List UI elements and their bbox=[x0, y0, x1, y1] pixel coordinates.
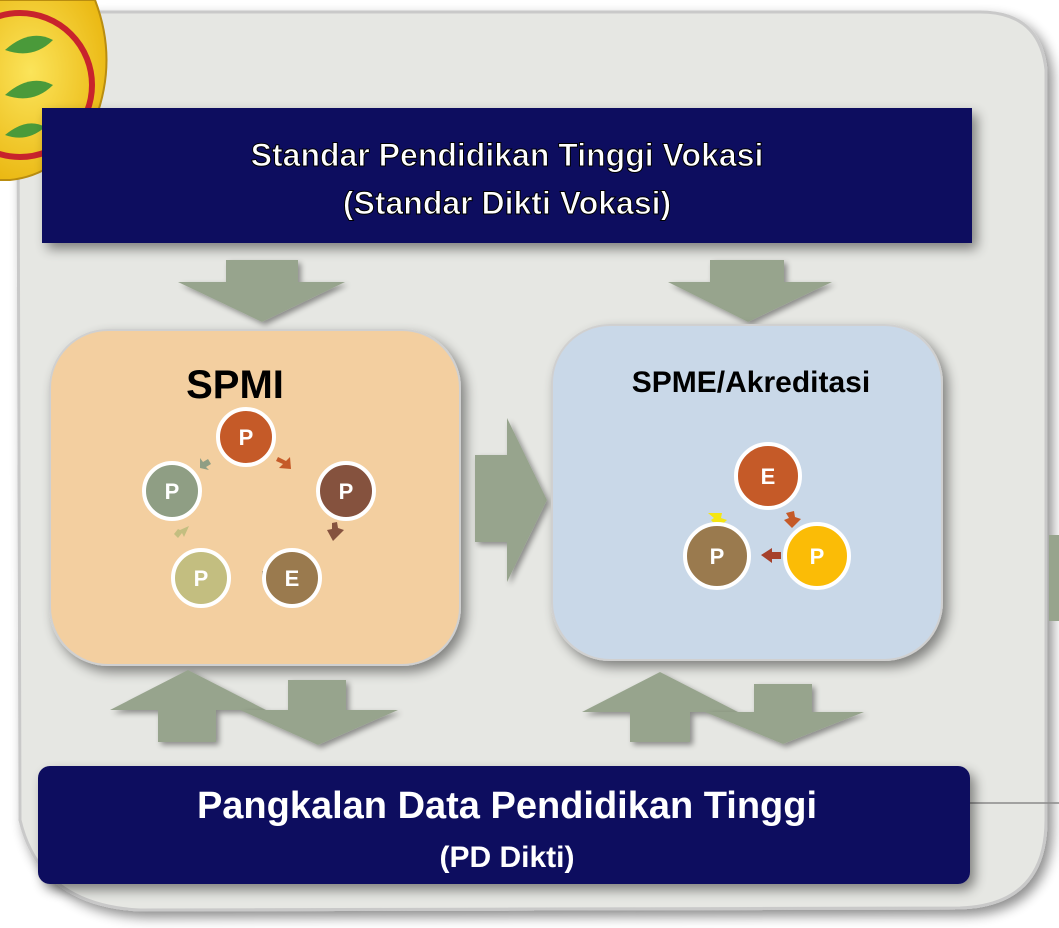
spmi-node: P bbox=[216, 407, 276, 467]
top-banner bbox=[42, 108, 972, 243]
spmi-node-label: P bbox=[165, 479, 180, 504]
down-arrow-to-spmi bbox=[178, 260, 345, 322]
cycle-arrow-icon bbox=[784, 511, 801, 528]
spmi-title: SPMI bbox=[186, 363, 284, 407]
down-arrow-spmi-to-pddikti bbox=[240, 680, 398, 745]
cycle-arrow-icon bbox=[327, 522, 344, 541]
partial-right-arrow bbox=[1049, 535, 1059, 621]
up-arrow-from-pddikti-to-spme bbox=[582, 672, 738, 742]
cycle-arrow-icon bbox=[761, 548, 781, 563]
right-arrow-spmi-to-spme bbox=[475, 418, 547, 582]
bottom-banner bbox=[38, 766, 970, 884]
cycle-arrow-icon bbox=[276, 457, 291, 469]
cycle-arrow-icon bbox=[174, 526, 189, 538]
bottom-banner-title: Pangkalan Data Pendidikan Tinggi bbox=[197, 785, 817, 827]
top-banner-subtitle: (Standar Dikti Vokasi) bbox=[343, 185, 671, 221]
spme-node: P bbox=[683, 522, 751, 590]
spmi-box bbox=[49, 329, 461, 666]
spmi-node: E bbox=[262, 548, 322, 608]
spme-title: SPME/Akreditasi bbox=[632, 366, 870, 399]
spmi-node: P bbox=[316, 461, 376, 521]
spmi-node-label: P bbox=[239, 425, 254, 450]
spme-node-label: E bbox=[761, 464, 776, 489]
bottom-banner-subtitle: (PD Dikti) bbox=[440, 841, 575, 874]
up-arrow-from-pddikti-to-spmi bbox=[110, 670, 266, 742]
cycle-arrow-icon bbox=[708, 513, 727, 528]
spmi-node-label: P bbox=[194, 566, 209, 591]
top-banner-title: Standar Pendidikan Tinggi Vokasi bbox=[251, 137, 764, 173]
down-arrow-spme-to-pddikti bbox=[705, 684, 864, 744]
spmi-node-label: E bbox=[285, 566, 300, 591]
spmi-node: P bbox=[142, 461, 202, 521]
spmi-node: P bbox=[171, 548, 231, 608]
spme-node-label: P bbox=[710, 544, 725, 569]
spme-node-label: P bbox=[810, 544, 825, 569]
spme-node: P bbox=[783, 522, 851, 590]
spmi-node-label: P bbox=[339, 479, 354, 504]
cycle-arrow-icon bbox=[200, 458, 211, 470]
down-arrow-to-spme bbox=[668, 260, 832, 322]
spme-cycle-arrows bbox=[708, 511, 801, 563]
spme-node: E bbox=[734, 442, 802, 510]
